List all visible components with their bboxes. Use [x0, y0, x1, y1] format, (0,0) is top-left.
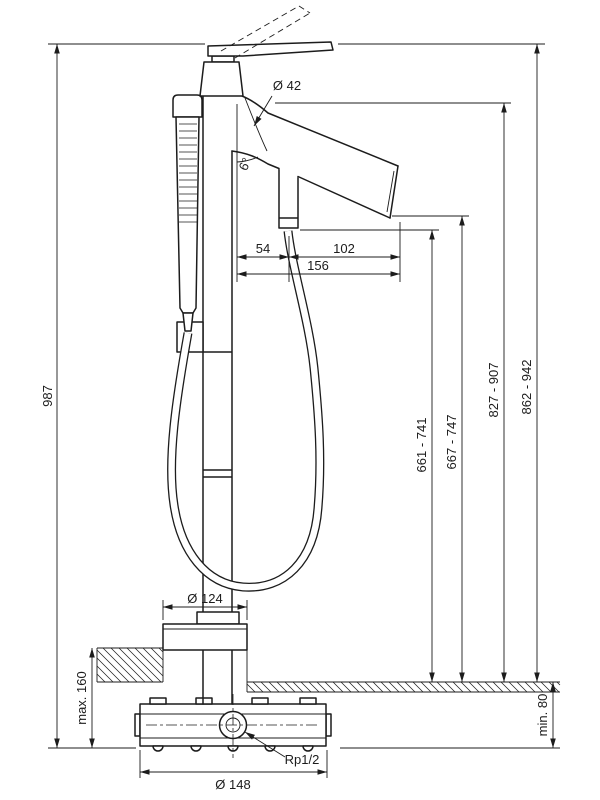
- dim-thread: Rp1/2: [244, 731, 320, 767]
- label-spout-diameter: Ø 42: [273, 78, 301, 93]
- floor-left: [96, 647, 164, 683]
- floor-hatch-right-lines: [246, 681, 561, 693]
- shower-hose: [167, 230, 325, 592]
- label-thread: Rp1/2: [285, 752, 320, 767]
- label-offset-102: 102: [333, 241, 355, 256]
- spout: [231, 95, 399, 219]
- dim-spout-angle: 6°: [235, 155, 259, 173]
- label-height-total: 987: [40, 385, 55, 407]
- label-offset-54: 54: [256, 241, 270, 256]
- dim-top-height-range: 862 - 942: [338, 43, 545, 682]
- label-height-outlet: 661 - 741: [414, 418, 429, 473]
- hand-shower: [172, 94, 203, 332]
- dim-base-plate-diameter: Ø 124: [162, 591, 248, 620]
- label-base-plate-diameter: Ø 124: [187, 591, 222, 606]
- label-height-spout: 827 - 907: [486, 363, 501, 418]
- mixer-body: [199, 55, 244, 97]
- base-plate: [162, 623, 248, 651]
- label-floor-buildup-min: min. 80: [535, 694, 550, 737]
- label-offset-156: 156: [307, 258, 329, 273]
- base-collar: [196, 611, 240, 625]
- dim-spout-diameter: Ø 42: [253, 78, 301, 127]
- label-height-outlet-center: 667 - 747: [444, 415, 459, 470]
- dim-outlet-center-height-range: 667 - 747: [392, 215, 469, 682]
- dim-horizontal-offsets: 54 102 156: [236, 104, 401, 282]
- dim-rough-in-diameter: Ø 148: [139, 750, 328, 792]
- dim-outlet-height-range: 661 - 741: [300, 229, 439, 682]
- floor-hatch-left-lines: [96, 647, 164, 683]
- lever-handle: [207, 41, 334, 57]
- lever-handle-raised-outline: [220, 5, 311, 59]
- shower-grip-texture: [179, 123, 197, 223]
- label-spout-angle: 6°: [235, 155, 254, 173]
- dim-floor-buildup-min: min. 80: [340, 682, 560, 749]
- rough-in-body: [134, 694, 332, 758]
- label-floor-buildup-max: max. 160: [74, 671, 89, 724]
- label-height-top: 862 - 942: [519, 360, 534, 415]
- floor-right: [246, 650, 561, 693]
- dim-spout-height-range: 827 - 907: [275, 102, 511, 682]
- dim-floor-buildup-max: max. 160: [74, 648, 95, 748]
- riser-column: [202, 95, 233, 705]
- label-rough-in-diameter: Ø 148: [215, 777, 250, 792]
- hose-connector: [278, 166, 299, 229]
